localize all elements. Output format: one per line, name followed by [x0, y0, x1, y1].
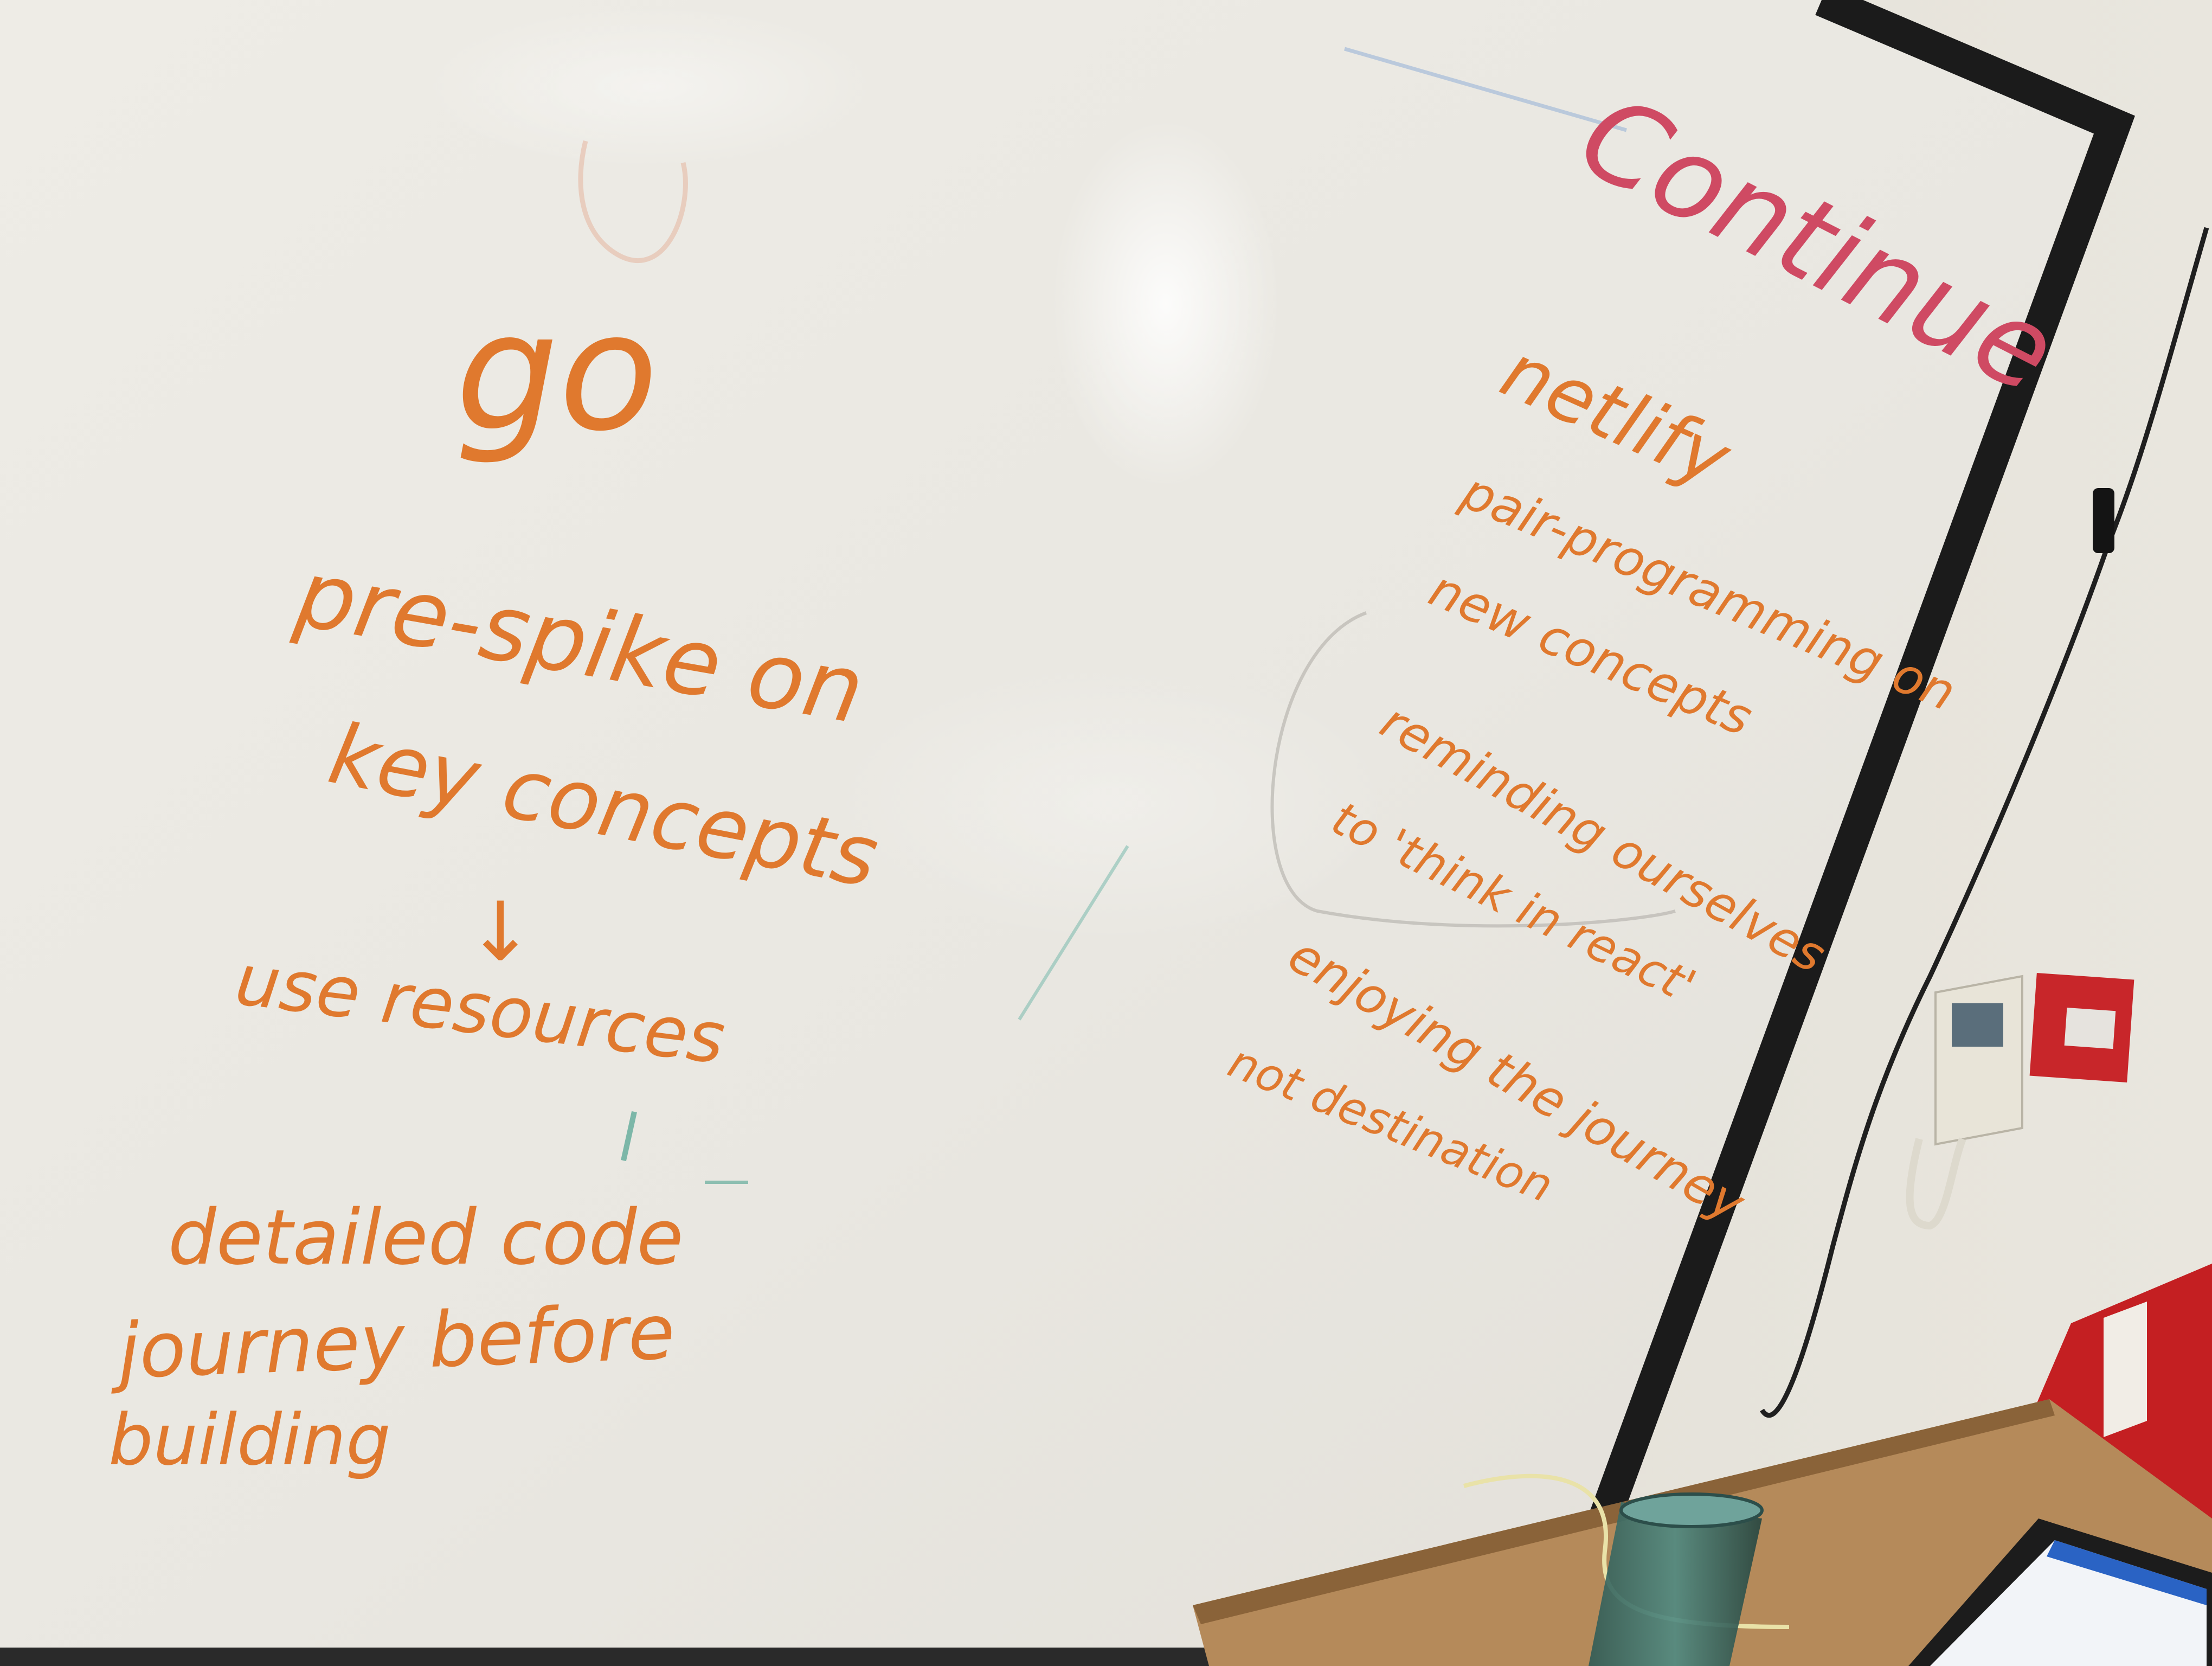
arrow-down-icon: ↓	[466, 885, 535, 979]
wall-cable	[1760, 227, 2209, 1418]
light-glare	[829, 662, 1393, 944]
fire-alarm-glass	[2064, 1007, 2116, 1049]
intercom-screen	[1952, 1003, 2003, 1047]
light-glare	[423, 5, 878, 168]
erased-mark	[1270, 611, 1676, 928]
light-glare	[1052, 119, 1279, 488]
erased-mark	[1018, 845, 1129, 1021]
glass-rim	[1619, 1492, 1764, 1528]
extinguisher-sign	[2104, 1302, 2147, 1437]
note-journey-before: journey before	[108, 1288, 677, 1396]
erased-mark	[621, 1111, 637, 1162]
erased-mark	[1344, 47, 1627, 132]
note-building: building	[108, 1399, 391, 1481]
cable-clip	[2093, 488, 2114, 553]
note-detailed-code: detailed code	[168, 1194, 684, 1282]
intercom-handset-cord	[1906, 1137, 1966, 1230]
heading-go: go	[455, 278, 658, 467]
erased-mark	[578, 140, 688, 263]
whiteboard-frame	[1535, 0, 2135, 1666]
intercom-panel	[1934, 975, 2023, 1146]
drinking-glass	[1589, 1502, 1762, 1666]
laptop-browser-bar	[2047, 1540, 2207, 1605]
